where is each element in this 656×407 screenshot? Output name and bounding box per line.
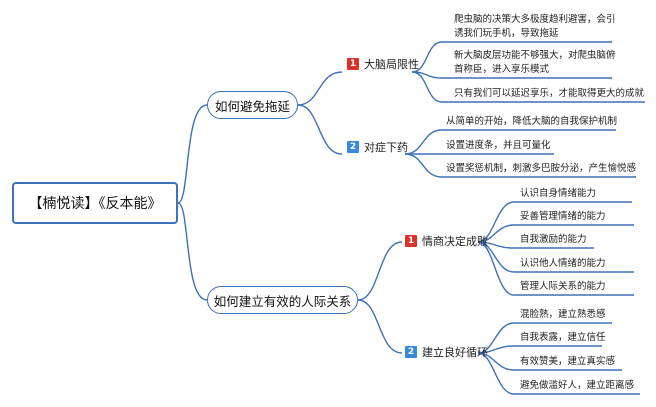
leaf-topic[interactable]: 妥善管理情绪的能力 xyxy=(520,211,606,222)
leaf-topic[interactable]: 爬虫脑的决策大多极度趋利避害，会引诱我们玩手机，导致拖延 xyxy=(454,14,616,39)
branch-label: 如何避免拖延 xyxy=(214,98,290,114)
leaf-topic[interactable]: 设置进度条，并且可量化 xyxy=(446,140,551,151)
branch-relationships[interactable]: 如何建立有效的人际关系 xyxy=(207,286,358,314)
subtopic-label: 对症下药 xyxy=(364,141,408,154)
subtopic-label: 建立良好循环 xyxy=(422,346,488,359)
subtopic-label: 情商决定成败 xyxy=(422,235,488,248)
priority-badge: 1 xyxy=(405,235,417,247)
root-topic[interactable]: 【楠悦读】《反本能》 xyxy=(12,182,178,224)
leaf-topic[interactable]: 自我表露，建立信任 xyxy=(520,332,606,343)
branch-avoid-procrastination[interactable]: 如何避免拖延 xyxy=(207,91,298,119)
branch-label: 如何建立有效的人际关系 xyxy=(213,293,352,309)
leaf-topic[interactable]: 认识他人情绪的能力 xyxy=(520,258,606,269)
leaf-topic[interactable]: 从简单的开始，降低大脑的自我保护机制 xyxy=(446,116,618,127)
leaf-topic[interactable]: 避免做滥好人，建立距离感 xyxy=(520,380,635,391)
leaf-topic[interactable]: 只有我们可以延迟享乐，才能取得更大的成就 xyxy=(454,88,645,99)
priority-badge: 2 xyxy=(405,346,417,358)
leaf-topic[interactable]: 认识自身情绪能力 xyxy=(520,188,597,199)
root-topic-label: 【楠悦读】《反本能》 xyxy=(28,196,162,212)
leaf-topic[interactable]: 自我激励的能力 xyxy=(520,234,587,245)
priority-badge: 2 xyxy=(347,141,359,153)
leaf-topic[interactable]: 新大脑皮层功能不够强大，对爬虫脑俯首称臣，进入享乐模式 xyxy=(454,50,616,75)
subtopic-brain-limits[interactable]: 1 大脑局限性 xyxy=(347,56,419,72)
priority-badge: 1 xyxy=(347,58,359,70)
leaf-topic[interactable]: 管理人际关系的能力 xyxy=(520,281,606,292)
subtopic-good-cycle[interactable]: 2 建立良好循环 xyxy=(405,344,488,360)
leaf-topic[interactable]: 设置奖惩机制，刺激多巴胺分泌，产生愉悦感 xyxy=(446,163,637,174)
leaf-topic[interactable]: 有效赞美，建立真实感 xyxy=(520,356,616,367)
subtopic-label: 大脑局限性 xyxy=(364,58,419,71)
subtopic-remedies[interactable]: 2 对症下药 xyxy=(347,139,408,155)
leaf-topic[interactable]: 混脸熟，建立熟悉感 xyxy=(520,309,606,320)
subtopic-eq[interactable]: 1 情商决定成败 xyxy=(405,233,488,249)
